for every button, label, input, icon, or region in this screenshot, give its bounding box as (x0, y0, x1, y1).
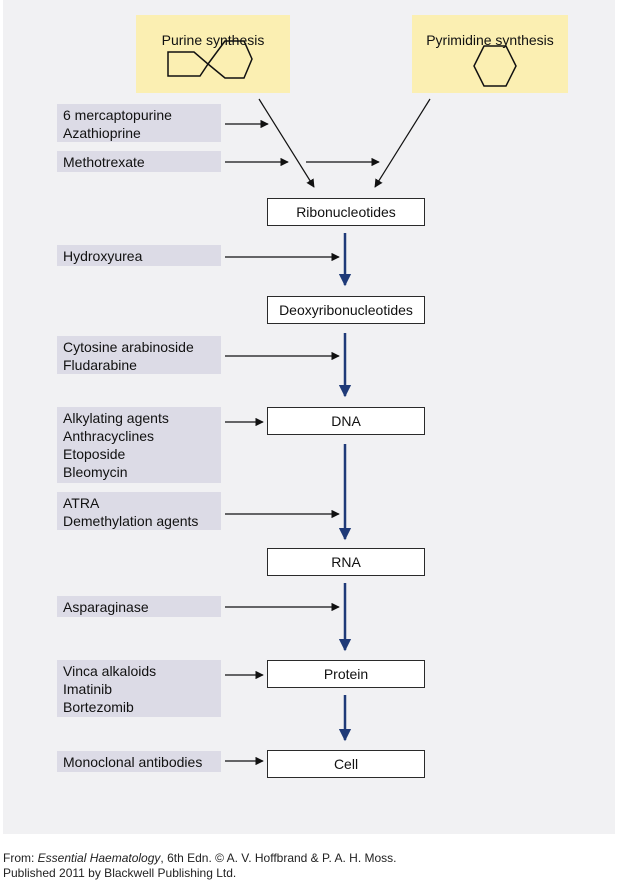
drug-label: Vinca alkaloids (63, 663, 157, 679)
drug-label: Etoposide (63, 446, 126, 462)
purine-structure-icon (167, 40, 253, 79)
drug-box-atra: ATRA Demethylation agents (57, 492, 221, 530)
drug-box-cytosine: Cytosine arabinoside Fludarabine (57, 336, 221, 374)
drug-label: Fludarabine (63, 357, 137, 373)
drug-box-asparaginase: Asparaginase (57, 596, 221, 617)
footer-from: From: (3, 851, 38, 865)
stage-protein: Protein (267, 660, 425, 688)
stage-cell: Cell (267, 750, 425, 778)
footer-citation-text: , 6th Edn. © A. V. Hoffbrand & P. A. H. … (160, 851, 397, 865)
footer-book-title: Essential Haematology (37, 851, 161, 865)
drug-label: Alkylating agents (63, 410, 169, 426)
drug-box-purine-inhibitors: 6 mercaptopurine Azathioprine (57, 104, 221, 142)
drug-label: ATRA (63, 495, 100, 511)
drug-box-hydroxyurea: Hydroxyurea (57, 245, 221, 266)
drug-box-antibodies: Monoclonal antibodies (57, 751, 221, 772)
drug-label: Bortezomib (63, 699, 134, 715)
purine-synthesis-box: Purine synthesis (136, 15, 290, 93)
drug-box-methotrexate: Methotrexate (57, 151, 221, 172)
drug-label: Asparaginase (63, 599, 149, 615)
drug-label: Imatinib (63, 681, 113, 697)
purine-arrow (258, 98, 315, 188)
drug-label: Cytosine arabinoside (63, 339, 194, 355)
footer-citation: From: Essential Haematology, 6th Edn. © … (3, 851, 397, 881)
drug-box-protein-agents: Vinca alkaloids Imatinib Bortezomib (57, 660, 221, 717)
pyrimidine-structure-icon (473, 45, 517, 87)
pyrimidine-synthesis-box: Pyrimidine synthesis (412, 15, 568, 93)
drug-label: Hydroxyurea (63, 248, 143, 264)
pyrimidine-synthesis-label: Pyrimidine synthesis (426, 32, 554, 48)
stage-ribonucleotides: Ribonucleotides (267, 198, 425, 226)
drug-label: Monoclonal antibodies (63, 754, 203, 770)
drug-label: 6 mercaptopurine (63, 107, 172, 123)
purine-synthesis-label: Purine synthesis (161, 32, 265, 48)
drug-label: Bleomycin (63, 464, 128, 480)
stage-rna: RNA (267, 548, 425, 576)
footer-publisher: Published 2011 by Blackwell Publishing L… (3, 866, 237, 880)
drug-label: Anthracyclines (63, 428, 155, 444)
drug-label: Demethylation agents (63, 513, 199, 529)
drug-box-dna-agents: Alkylating agents Anthracyclines Etoposi… (57, 407, 221, 483)
stage-deoxyribonucleotides: Deoxyribonucleotides (267, 296, 425, 324)
drug-label: Azathioprine (63, 125, 141, 141)
stage-dna: DNA (267, 407, 425, 435)
pyrimidine-arrow (374, 98, 431, 188)
drug-label: Methotrexate (63, 154, 145, 170)
